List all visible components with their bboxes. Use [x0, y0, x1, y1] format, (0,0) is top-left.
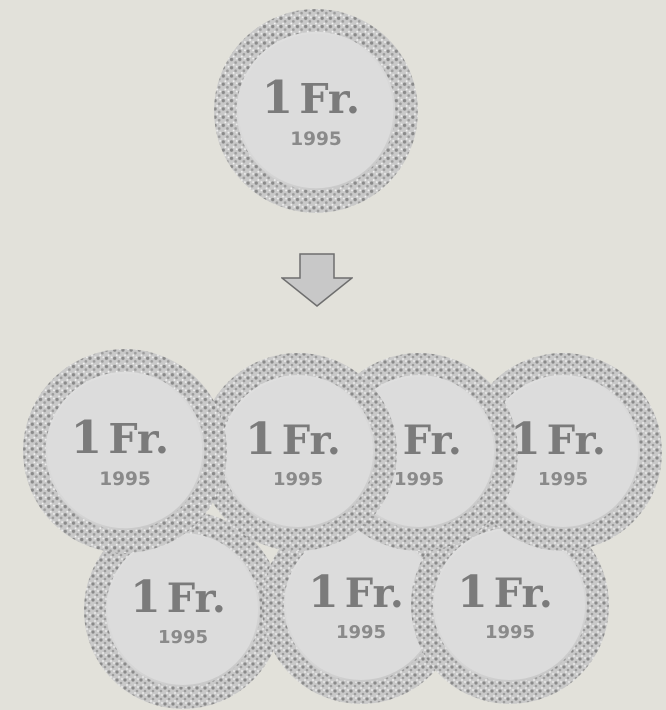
svg-text:1Fr.: 1Fr. — [71, 410, 169, 464]
coin-unit: Fr. — [299, 74, 360, 123]
coin-year: 1995 — [336, 622, 386, 643]
coin-year: 1995 — [485, 622, 535, 643]
coin-unit: Fr. — [345, 570, 404, 617]
svg-text:1Fr.: 1Fr. — [245, 414, 341, 465]
coin-unit: Fr. — [547, 417, 606, 464]
coin-denomination: 1 — [308, 567, 339, 618]
svg-text:1Fr.: 1Fr. — [130, 572, 226, 623]
svg-text:1Fr.: 1Fr. — [308, 567, 404, 618]
coin-unit: Fr. — [167, 575, 226, 622]
coin-year: 1995 — [290, 129, 342, 150]
down-arrow-icon — [281, 253, 353, 307]
coin-year: 1995 — [99, 469, 151, 490]
coin-denomination: 1 — [71, 410, 103, 464]
coin-denomination: 1 — [130, 572, 161, 623]
coin-denomination: 1 — [457, 567, 488, 618]
svg-text:1Fr.: 1Fr. — [262, 70, 360, 124]
svg-text:1Fr.: 1Fr. — [510, 414, 606, 465]
coin-year: 1995 — [158, 627, 208, 648]
coin-unit: Fr. — [282, 417, 341, 464]
coin-denomination: 1 — [245, 414, 276, 465]
coin-year: 1995 — [394, 469, 444, 490]
coin-unit: Fr. — [494, 570, 553, 617]
svg-text:1Fr.: 1Fr. — [457, 567, 553, 618]
coin-denomination: 1 — [262, 70, 294, 124]
coin-unit: Fr. — [108, 414, 169, 463]
coin-unit: Fr. — [403, 417, 462, 464]
coin-year: 1995 — [538, 469, 588, 490]
coin-year: 1995 — [273, 469, 323, 490]
